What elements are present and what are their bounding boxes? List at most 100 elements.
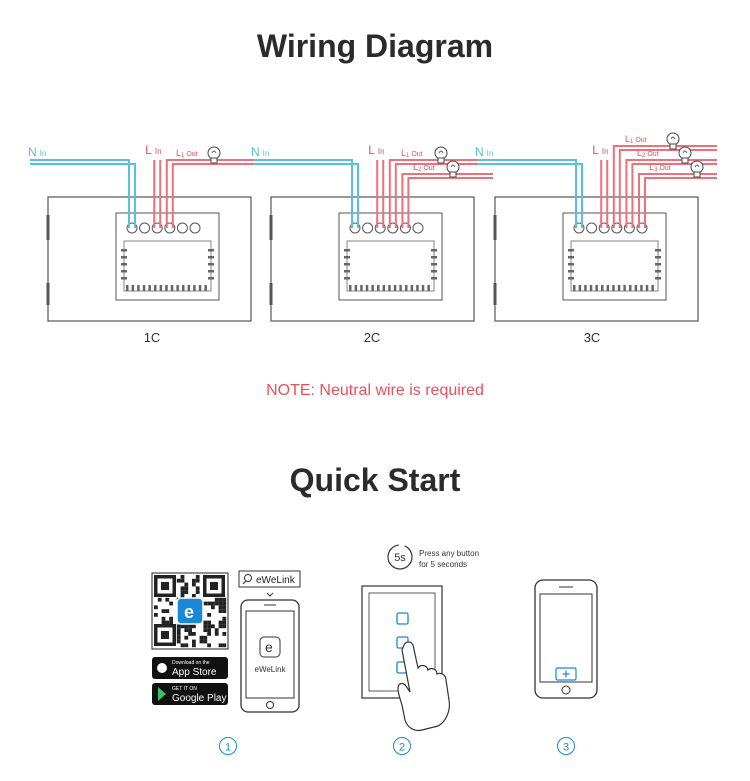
app-store-small-text: Download on the — [172, 660, 210, 666]
module-side-tooth — [568, 256, 574, 259]
light-bulb-icon — [678, 146, 692, 164]
terminal — [586, 222, 598, 234]
module-tooth — [198, 285, 202, 291]
qr-module — [180, 605, 185, 610]
module-side-tooth — [208, 256, 214, 259]
module-tooth — [612, 285, 615, 291]
neutral-in-sub: In — [263, 149, 270, 158]
light-bulb-icon — [207, 146, 221, 164]
phone-body — [534, 579, 598, 699]
qr-module — [176, 616, 181, 621]
module-tooth — [371, 285, 374, 291]
press-instruction-line2: for 5 seconds — [419, 560, 467, 569]
module-tooth — [154, 285, 157, 291]
bulb-base — [681, 157, 689, 164]
qr-module — [188, 601, 192, 606]
qr-module — [192, 632, 196, 636]
output-num: 1 — [406, 153, 410, 159]
qr-module — [222, 601, 227, 606]
module-tooth — [629, 285, 632, 291]
qr-module — [176, 605, 181, 610]
module-side-tooth — [344, 270, 350, 273]
module-tooth — [606, 285, 610, 291]
module-tooth — [377, 285, 380, 291]
bulb-filament — [670, 136, 676, 140]
qr-module — [184, 586, 189, 591]
phone-screen — [539, 593, 593, 683]
neutral-wire — [30, 159, 130, 228]
neutral-wire — [253, 163, 359, 228]
module-tooth — [645, 285, 649, 291]
qr-module — [184, 597, 189, 602]
qr-module — [188, 597, 192, 602]
qr-module — [188, 632, 192, 636]
qr-finder — [154, 624, 176, 646]
qr-module — [176, 628, 181, 632]
qr-module — [203, 635, 208, 640]
qr-module — [180, 586, 185, 591]
module-side-tooth — [431, 256, 437, 259]
output-num: 2 — [642, 153, 646, 159]
live-out-wire — [165, 159, 270, 228]
module-tooth — [393, 285, 397, 291]
live-out-wire — [644, 177, 717, 228]
qr-module — [184, 643, 189, 648]
live-out-wire — [407, 177, 493, 228]
step-number-2: 2 — [393, 737, 411, 755]
qr-module — [195, 620, 200, 625]
qr-module — [222, 597, 227, 602]
qr-module — [180, 609, 185, 613]
qr-module — [199, 616, 204, 621]
qr-module — [199, 635, 204, 640]
live-out-wire — [388, 159, 493, 228]
qr-finder-inner — [206, 578, 222, 594]
module-tooth — [360, 285, 363, 291]
qr-module — [184, 609, 189, 613]
qr-frame — [151, 572, 229, 650]
neutral-in-sub: In — [40, 149, 47, 158]
step-label: 2 — [399, 742, 405, 754]
module-side-tooth — [568, 270, 574, 273]
qr-module — [176, 639, 181, 644]
module-tooth — [595, 285, 598, 291]
bulb-base — [693, 171, 701, 178]
module-tooth — [354, 285, 358, 291]
qr-module — [222, 620, 227, 625]
module-tooth — [578, 285, 582, 291]
qr-module — [211, 601, 215, 606]
qr-module — [169, 620, 173, 625]
ewelink-app-icon-letter: e — [265, 639, 273, 655]
qr-module — [222, 609, 227, 613]
switch-panel-inner — [368, 592, 436, 692]
qr-module — [188, 624, 192, 629]
panel-caption-3c: 3C — [583, 330, 601, 345]
qr-finder-core — [161, 631, 169, 639]
qr-module — [218, 605, 223, 610]
module-side-tooth — [121, 263, 127, 266]
qr-module — [184, 624, 189, 629]
module-side-tooth — [655, 270, 661, 273]
output-num: 3 — [654, 167, 658, 173]
module-tooth — [589, 285, 593, 291]
module-tooth — [148, 285, 151, 291]
step-circle — [393, 737, 411, 755]
module-side-tooth — [208, 249, 214, 252]
module-tooth — [187, 285, 191, 291]
module-side-tooth — [121, 277, 127, 280]
press-instruction-line1: Press any button — [419, 549, 479, 558]
qr-module — [214, 628, 219, 632]
bulb-filament — [450, 164, 456, 168]
app-name-text: eWeLink — [255, 665, 287, 674]
qr-module — [176, 578, 181, 583]
badge-bg — [152, 683, 228, 705]
qr-module — [211, 624, 215, 629]
qr-module — [188, 609, 192, 613]
qr-module — [199, 601, 204, 606]
module-tooth — [204, 285, 207, 291]
